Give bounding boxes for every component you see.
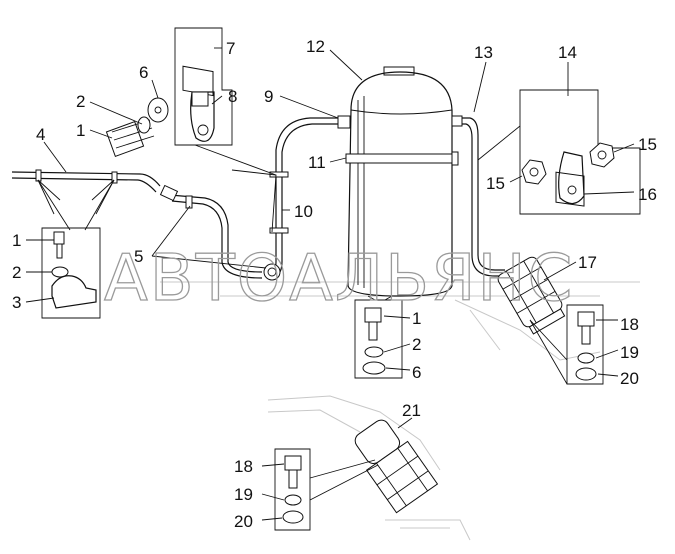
unit-21 — [354, 419, 439, 514]
callout-5: 5 — [134, 247, 143, 266]
callout-1-center: 1 — [412, 309, 421, 328]
callout-labels: 2 1 6 4 7 8 9 10 11 12 13 14 15 15 16 5 … — [12, 37, 657, 531]
callout-21: 21 — [402, 401, 421, 420]
callout-13: 13 — [474, 43, 493, 62]
box-14-15-16 — [477, 89, 641, 215]
callout-19-bottom: 19 — [234, 485, 253, 504]
callout-2-center: 2 — [412, 335, 421, 354]
box-1-2-6-center — [354, 295, 403, 379]
leader-lines — [25, 47, 635, 521]
callout-11: 11 — [308, 153, 326, 172]
callout-9: 9 — [264, 87, 273, 106]
callout-6: 6 — [139, 63, 148, 82]
callout-1-left: 1 — [12, 231, 21, 250]
callout-3: 3 — [12, 293, 21, 312]
box-18-19-20-right — [529, 304, 604, 385]
callout-2: 2 — [76, 92, 85, 111]
air-receiver-tank — [337, 66, 463, 297]
callout-14: 14 — [558, 43, 577, 62]
callout-7: 7 — [226, 39, 235, 58]
callout-4: 4 — [36, 125, 45, 144]
callout-20-right: 20 — [620, 369, 639, 388]
box-7-8 — [174, 27, 277, 233]
callout-18-bottom: 18 — [234, 457, 253, 476]
callout-19-right: 19 — [620, 343, 639, 362]
callout-18-right: 18 — [620, 315, 639, 334]
callout-12: 12 — [306, 37, 325, 56]
pipe-4 — [11, 169, 161, 193]
air-pipes — [159, 117, 505, 281]
bolt-washer-group-top — [105, 97, 169, 157]
callout-6-center: 6 — [412, 363, 421, 382]
callout-10: 10 — [294, 202, 313, 221]
filter-17 — [497, 256, 566, 335]
callout-17: 17 — [578, 253, 597, 272]
watermark-text: АВТОАЛЬЯНС — [104, 242, 574, 316]
callout-20-bottom: 20 — [234, 512, 253, 531]
box-1-2-3 — [37, 179, 115, 319]
callout-2-left: 2 — [12, 263, 21, 282]
callout-16: 16 — [638, 185, 657, 204]
callout-15-right: 15 — [638, 135, 657, 154]
callout-15-left: 15 — [486, 174, 505, 193]
callout-1: 1 — [76, 121, 85, 140]
callout-8: 8 — [228, 87, 237, 106]
box-18-19-20-bottom — [274, 448, 379, 531]
